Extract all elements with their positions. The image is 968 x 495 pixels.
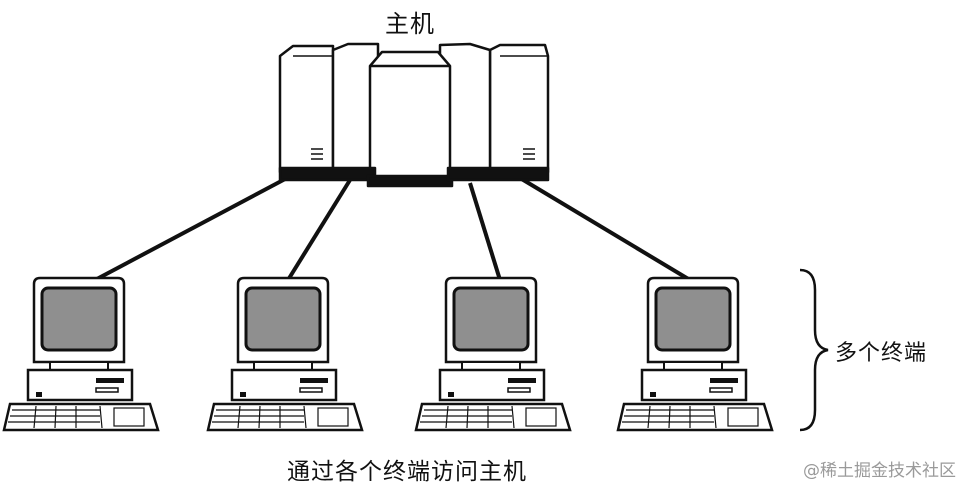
connection-lines: [94, 176, 692, 282]
terminal-computer-icon-3: [414, 276, 572, 432]
terminal-computer-icon-1: [2, 276, 160, 432]
connection-line-2: [286, 178, 352, 282]
terminals-label: 多个终端: [835, 341, 928, 366]
watermark-text: @稀土掘金技术社区: [803, 461, 956, 481]
mainframe-host-icon: [278, 42, 550, 188]
connection-line-4: [518, 176, 692, 282]
diagram-caption: 通过各个终端访问主机: [287, 459, 527, 485]
terminals-brace-icon: [799, 268, 829, 432]
terminal-computer-icon-4: [616, 276, 774, 432]
host-label: 主机: [385, 10, 435, 38]
terminal-computer-icon-2: [206, 276, 364, 432]
connection-line-3: [468, 182, 502, 281]
connection-line-1: [94, 176, 288, 282]
